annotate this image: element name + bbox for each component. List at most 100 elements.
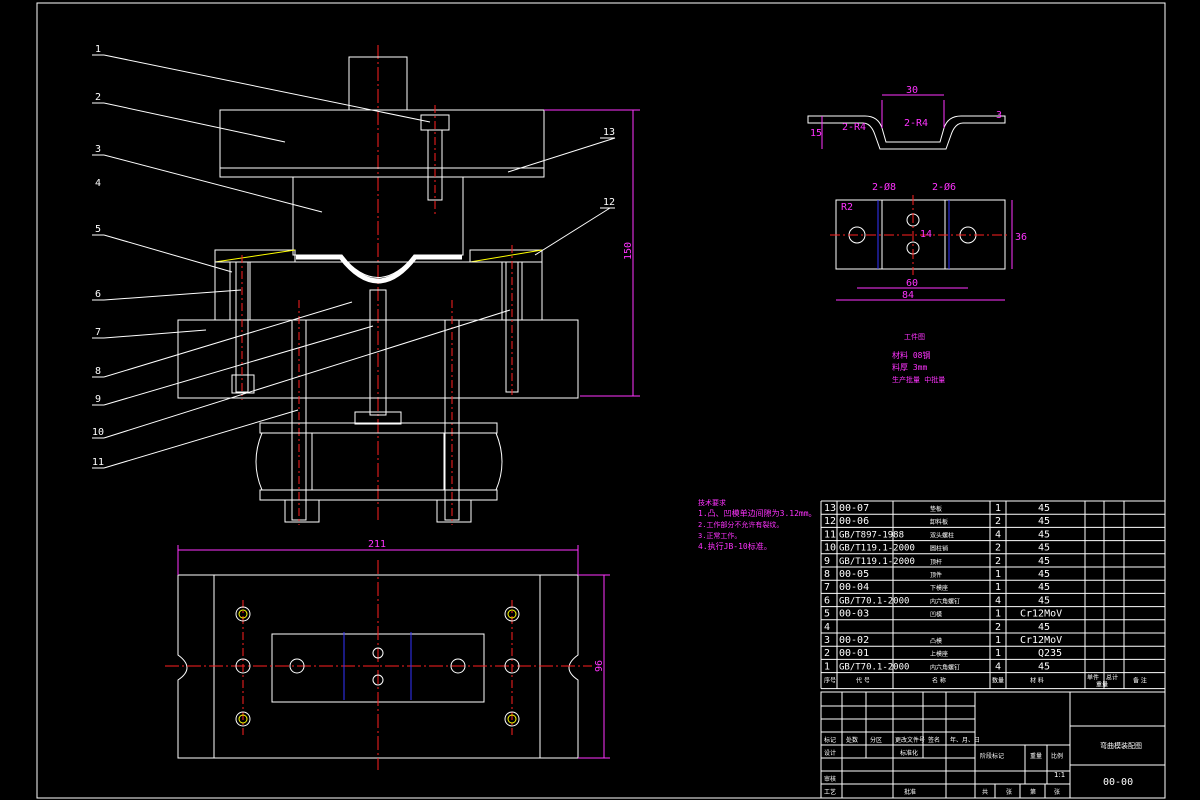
tech-req-item-2: 2.工作部分不允许有裂纹。	[698, 520, 783, 529]
tb-label-sheet: 第	[1030, 788, 1036, 796]
bom-cell-name: 上模座	[930, 650, 948, 658]
bom-cell-name: 圆柱销	[930, 545, 948, 553]
bom-cell-qty: 1	[995, 609, 1001, 620]
bom-cell-qty: 4	[995, 529, 1001, 540]
bom-header-qty: 数量	[992, 677, 1004, 685]
balloon-13: 13	[603, 127, 615, 138]
bom-cell-code: 00-05	[839, 569, 869, 580]
bom-header-material: 材 料	[1030, 677, 1044, 685]
bom-cell-no: 12	[824, 516, 836, 527]
sketch-dim-30: 30	[906, 85, 918, 96]
balloon-3: 3	[95, 144, 101, 155]
sketch-note-thickness: 料厚 3mm	[892, 362, 927, 372]
bom-cell-code: 00-02	[839, 635, 869, 646]
tb-label-process: 工艺	[824, 788, 836, 796]
bom-cell-no: 3	[824, 635, 830, 646]
bom-header-name: 名 称	[932, 677, 946, 685]
tb-label-weight: 重量	[1030, 752, 1042, 760]
bom-cell-material: 45	[1038, 556, 1050, 567]
bom-cell-code: GB/T70.1-2000	[839, 596, 909, 606]
bom-cell-code: 00-01	[839, 648, 869, 659]
balloon-12: 12	[603, 197, 615, 208]
bom-cell-qty: 2	[995, 556, 1001, 567]
bom-cell-no: 9	[824, 556, 830, 567]
tb-label-scale: 比例	[1051, 752, 1063, 760]
balloon-6: 6	[95, 289, 101, 300]
bom-header-weight: 重量	[1096, 681, 1108, 689]
tb-label-signature: 签名	[928, 736, 940, 744]
tb-label-count: 处数	[846, 736, 858, 744]
bom-cell-code: GB/T70.1-2000	[839, 662, 909, 672]
bom-cell-qty: 4	[995, 661, 1001, 672]
bom-cell-name: 下模座	[930, 584, 948, 592]
tb-label-total: 共	[982, 788, 988, 796]
bom-cell-qty: 1	[995, 635, 1001, 646]
tech-req-item-1: 1.凸、凹模单边间隙为3.12mm。	[698, 508, 817, 518]
balloon-leaders	[92, 54, 616, 469]
bom-cell-material: Cr12MoV	[1020, 609, 1062, 620]
tb-label-approve: 批准	[904, 788, 916, 796]
dim-bottom-height: 96	[594, 660, 605, 672]
sketch-dim-15: 15	[810, 128, 822, 139]
bom-cell-name: 内六角螺钉	[930, 597, 960, 605]
bom-cell-qty: 2	[995, 622, 1001, 633]
bom-cell-material: 45	[1038, 569, 1050, 580]
balloon-9: 9	[95, 394, 101, 405]
bom-cell-material: 45	[1038, 595, 1050, 606]
sketch-dim-60: 60	[906, 278, 918, 289]
bom-cell-material: 45	[1038, 582, 1050, 593]
bom-cell-qty: 1	[995, 569, 1001, 580]
bom-cell-no: 7	[824, 582, 830, 593]
plan-view	[165, 545, 610, 770]
sketch-note-material: 材料 08钢	[892, 350, 930, 360]
bom-cell-qty: 2	[995, 516, 1001, 527]
bom-cell-code: GB/T897-1988	[839, 530, 904, 540]
bom-cell-qty: 4	[995, 595, 1001, 606]
bom-cell-material: 45	[1038, 503, 1050, 514]
title-block	[820, 691, 1166, 799]
bom-cell-qty: 2	[995, 543, 1001, 554]
balloon-8: 8	[95, 366, 101, 377]
bom-cell-name: 双头螺柱	[930, 531, 954, 539]
bom-cell-code: 00-04	[839, 582, 869, 593]
bom-cell-no: 11	[824, 529, 836, 540]
bom-cell-material: 45	[1038, 543, 1050, 554]
bom-cell-material: Cr12MoV	[1020, 635, 1062, 646]
bom-cell-no: 6	[824, 595, 830, 606]
balloon-11: 11	[92, 457, 104, 468]
sketch-dim-3: 3	[996, 110, 1002, 121]
tb-label-sheets-a: 张	[1006, 788, 1012, 796]
tb-label-mark: 标记	[824, 736, 836, 744]
bom-cell-qty: 1	[995, 503, 1001, 514]
bom-cell-name: 顶杆	[930, 558, 942, 566]
bom-cell-material: 45	[1038, 516, 1050, 527]
bom-cell-no: 13	[824, 503, 836, 514]
tb-label-review: 审核	[824, 775, 836, 783]
dim-overall-height: 150	[623, 242, 634, 260]
sketch-dim-r4-left: 2-R4	[842, 122, 866, 133]
sketch-dim-d8: 2-Ø8	[872, 181, 896, 193]
bom-cell-code: GB/T119.1-2000	[839, 557, 915, 567]
bom-cell-no: 10	[824, 543, 836, 554]
bom-cell-no: 2	[824, 648, 830, 659]
bom-cell-qty: 1	[995, 648, 1001, 659]
bom-cell-name: 顶件	[930, 571, 942, 579]
sketch-dim-36: 36	[1015, 232, 1027, 243]
tb-label-date: 年、月、日	[950, 736, 980, 744]
tb-scale-value: 1:1	[1054, 771, 1065, 779]
bom-cell-no: 5	[824, 609, 830, 620]
bom-cell-name: 内六角螺钉	[930, 663, 960, 671]
tb-label-change-doc: 更改文件号	[895, 736, 925, 744]
balloon-7: 7	[95, 327, 101, 338]
tech-req-item-4: 4.执行JB-10标准。	[698, 541, 772, 551]
balloon-5: 5	[95, 224, 101, 235]
bom-cell-code: 00-03	[839, 609, 869, 620]
bom-cell-name: 凸模	[930, 637, 942, 645]
front-view: 150	[177, 45, 640, 525]
balloon-4: 4	[95, 178, 101, 189]
bom-cell-no: 1	[824, 661, 830, 672]
bom-cell-material: Q235	[1038, 648, 1062, 659]
bom-cell-code: 00-07	[839, 503, 869, 514]
